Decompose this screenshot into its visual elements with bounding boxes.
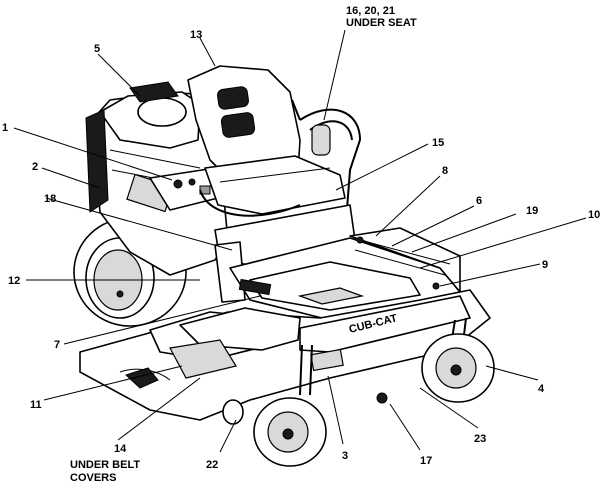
note-under-belt-line1: UNDER BELT bbox=[70, 459, 140, 471]
callout-1: 1 bbox=[2, 122, 8, 134]
callout-11: 11 bbox=[30, 399, 42, 411]
callout-7: 7 bbox=[54, 339, 60, 351]
deck-logo-icon bbox=[125, 367, 159, 389]
callout-19: 19 bbox=[526, 205, 538, 217]
roll-bar bbox=[291, 99, 362, 236]
callout-17: 17 bbox=[420, 455, 432, 467]
leader-lines bbox=[13, 29, 587, 453]
seat bbox=[187, 65, 346, 217]
callout-18: 18 bbox=[44, 193, 56, 205]
callout-22: 22 bbox=[206, 459, 218, 471]
callout-6: 6 bbox=[476, 195, 482, 207]
callout-23: 23 bbox=[474, 433, 486, 445]
callout-5: 5 bbox=[94, 43, 100, 55]
front-right-caster bbox=[421, 317, 495, 403]
callout-9: 9 bbox=[542, 259, 548, 271]
front-left-caster bbox=[222, 344, 327, 467]
callout-8: 8 bbox=[442, 165, 448, 177]
callout-3: 3 bbox=[342, 450, 348, 462]
callout-labels: 1 2 3 4 5 6 7 8 9 10 11 12 13 14 15 17 1… bbox=[2, 5, 600, 484]
chassis bbox=[214, 204, 461, 321]
note-under-seat: UNDER SEAT bbox=[346, 17, 417, 29]
callout-16-20-21: 16, 20, 21 bbox=[346, 5, 395, 17]
mower-deck: CUB-CAT bbox=[79, 289, 491, 421]
callout-13: 13 bbox=[190, 29, 202, 41]
callout-12: 12 bbox=[8, 275, 20, 287]
callout-15: 15 bbox=[432, 137, 444, 149]
callout-2: 2 bbox=[32, 161, 38, 173]
note-under-belt-line2: COVERS bbox=[70, 472, 116, 484]
callout-10: 10 bbox=[588, 209, 600, 221]
callout-4: 4 bbox=[538, 383, 545, 395]
mower-illustration: CUB-CAT bbox=[73, 65, 495, 467]
callout-14: 14 bbox=[114, 443, 127, 455]
